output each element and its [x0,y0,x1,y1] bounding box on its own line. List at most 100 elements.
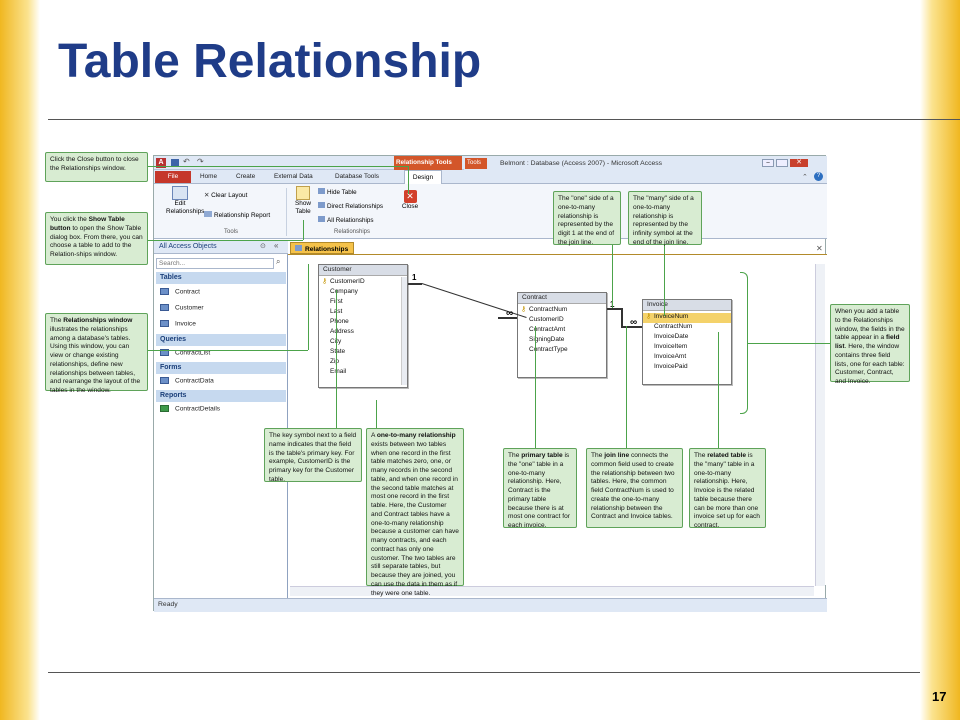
nav-item-customer[interactable]: Customer [160,304,204,311]
table-icon [160,304,169,311]
callout-text: connects the common field used to create… [591,452,675,521]
field-list-invoice[interactable]: Invoice ⚷InvoiceNum ContractNum InvoiceD… [642,299,732,385]
callout-connector [664,244,665,316]
callout-bold-text: field list [835,334,900,351]
navigation-pane: All Access Objects ⊙ « ⌕ Tables Contract… [154,240,288,598]
nav-group-forms[interactable]: Forms [156,362,286,374]
access-app-icon[interactable]: A [156,158,166,168]
nav-item-contractlist[interactable]: ContractList [160,349,210,356]
horizontal-scrollbar[interactable] [290,586,814,596]
field-contractnum[interactable]: ⚷ContractNum [518,306,606,316]
ribbon-collapse-icon[interactable]: ⌃ [802,174,808,181]
report-icon [160,405,169,412]
callout-text: illustrates the relationships among a da… [50,325,141,395]
context-tab-tools: Tools [465,158,487,169]
hide-table-button[interactable]: Hide Table [318,188,357,196]
close-button[interactable]: ✕ Close [398,190,422,220]
tab-design[interactable]: Design [404,170,442,184]
field-last[interactable]: Last [319,308,407,318]
clear-layout-label: Clear Layout [211,192,248,199]
maximize-icon[interactable] [776,159,788,167]
tab-external-data[interactable]: External Data [274,173,313,180]
field-invoiceamt[interactable]: InvoiceAmt [654,353,687,360]
field-customerid[interactable]: ⚷CustomerID [319,278,407,288]
nav-group-reports[interactable]: Reports [156,390,286,402]
callout-text: A [371,432,377,439]
nav-dropdown-icon[interactable]: ⊙ [260,243,266,250]
nav-header[interactable]: All Access Objects ⊙ « [154,240,288,254]
vertical-scrollbar[interactable] [815,264,825,586]
tab-file[interactable]: File [155,171,191,183]
tab-database-tools[interactable]: Database Tools [335,173,379,180]
callout-connector [376,400,377,428]
close-document-icon[interactable]: ✕ [816,244,823,253]
clear-layout-button[interactable]: ✕ Clear Layout [204,191,247,199]
query-icon [160,349,169,356]
field-lists-bracket [740,272,748,414]
field-first[interactable]: First [319,298,407,308]
nav-group-queries[interactable]: Queries [156,334,286,346]
callout-bold-text: primary table [521,452,563,459]
field-label: InvoiceNum [654,313,689,320]
relationship-report-button[interactable]: Relationship Report [204,211,270,219]
field-address[interactable]: Address [330,328,354,335]
window-close-icon[interactable]: ✕ [790,159,808,167]
field-customerid[interactable]: CustomerID [529,316,564,323]
callout-text: The "one" side of a one-to-many relation… [558,195,615,246]
direct-relationships-button[interactable]: Direct Relationships [318,202,383,210]
field-list-customer[interactable]: Customer ⚷CustomerID Company First Last … [318,264,408,388]
group-tools-label: Tools [224,229,239,235]
field-company[interactable]: Company [330,288,358,295]
field-city[interactable]: City [319,338,407,348]
field-email[interactable]: Email [330,368,347,375]
key-icon: ⚷ [322,278,328,285]
field-contractnum[interactable]: ContractNum [654,323,693,330]
callout-text: The [694,452,708,459]
show-table-label: Show Table [295,200,311,215]
field-invoiceitem[interactable]: InvoiceItem [654,343,688,350]
nav-item-contractdata[interactable]: ContractData [160,377,214,384]
nav-group-queries-label: Queries [160,336,187,343]
field-contracttype[interactable]: ContractType [529,346,568,353]
field-label: ContractNum [529,306,568,313]
nav-item-contract[interactable]: Contract [160,288,200,295]
undo-icon[interactable]: ↶ [183,157,190,166]
nav-item-invoice[interactable]: Invoice [160,320,196,327]
nav-group-tables[interactable]: Tables [156,272,286,284]
redo-icon[interactable]: ↷ [197,157,204,166]
title-divider [48,119,960,120]
tab-create[interactable]: Create [236,173,256,180]
nav-collapse-icon[interactable]: « [274,241,279,250]
field-list-scrollbar[interactable] [401,277,407,385]
table-icon [160,320,169,327]
callout-field-list: When you add a table to the Relationship… [830,304,910,385]
context-tab-relationship-tools: Relationship Tools [394,156,462,170]
callout-related-table: The related table is the "many" table in… [689,448,766,529]
nav-item-contractdetails[interactable]: ContractDetails [160,405,220,412]
tab-home[interactable]: Home [200,173,218,180]
field-state[interactable]: State [330,348,346,355]
save-icon[interactable] [171,159,179,167]
left-accent-bar [0,0,40,720]
show-table-button[interactable]: Show Table [289,186,317,218]
field-zip[interactable]: Zip [330,358,340,365]
nav-group-reports-label: Reports [160,392,187,399]
field-phone[interactable]: Phone [330,318,349,325]
field-invoicedate[interactable]: InvoiceDate [654,333,689,340]
tab-relationships[interactable]: Relationships [290,242,354,254]
field-list-contract[interactable]: Contract ⚷ContractNum CustomerID Contrac… [517,292,607,378]
tab-relationships-label: Relationships [305,246,349,253]
field-signingdate[interactable]: SigningDate [529,336,565,343]
nav-search-input[interactable] [156,258,274,269]
edit-relationships-label: Edit Relationships [166,200,205,215]
callout-bold-text: Relationships window [63,317,133,324]
field-invoicenum[interactable]: ⚷InvoiceNum [643,313,731,323]
search-icon[interactable]: ⌕ [276,257,281,266]
minimize-icon[interactable]: – [762,159,774,167]
field-invoicepaid[interactable]: InvoicePaid [654,363,688,370]
help-icon[interactable]: ? [814,172,823,181]
all-relationships-button[interactable]: All Relationships [318,216,374,224]
callout-connector [408,166,409,194]
edit-relationships-button[interactable]: Edit Relationships [166,186,205,216]
field-contractamt[interactable]: ContractAmt [529,326,566,333]
